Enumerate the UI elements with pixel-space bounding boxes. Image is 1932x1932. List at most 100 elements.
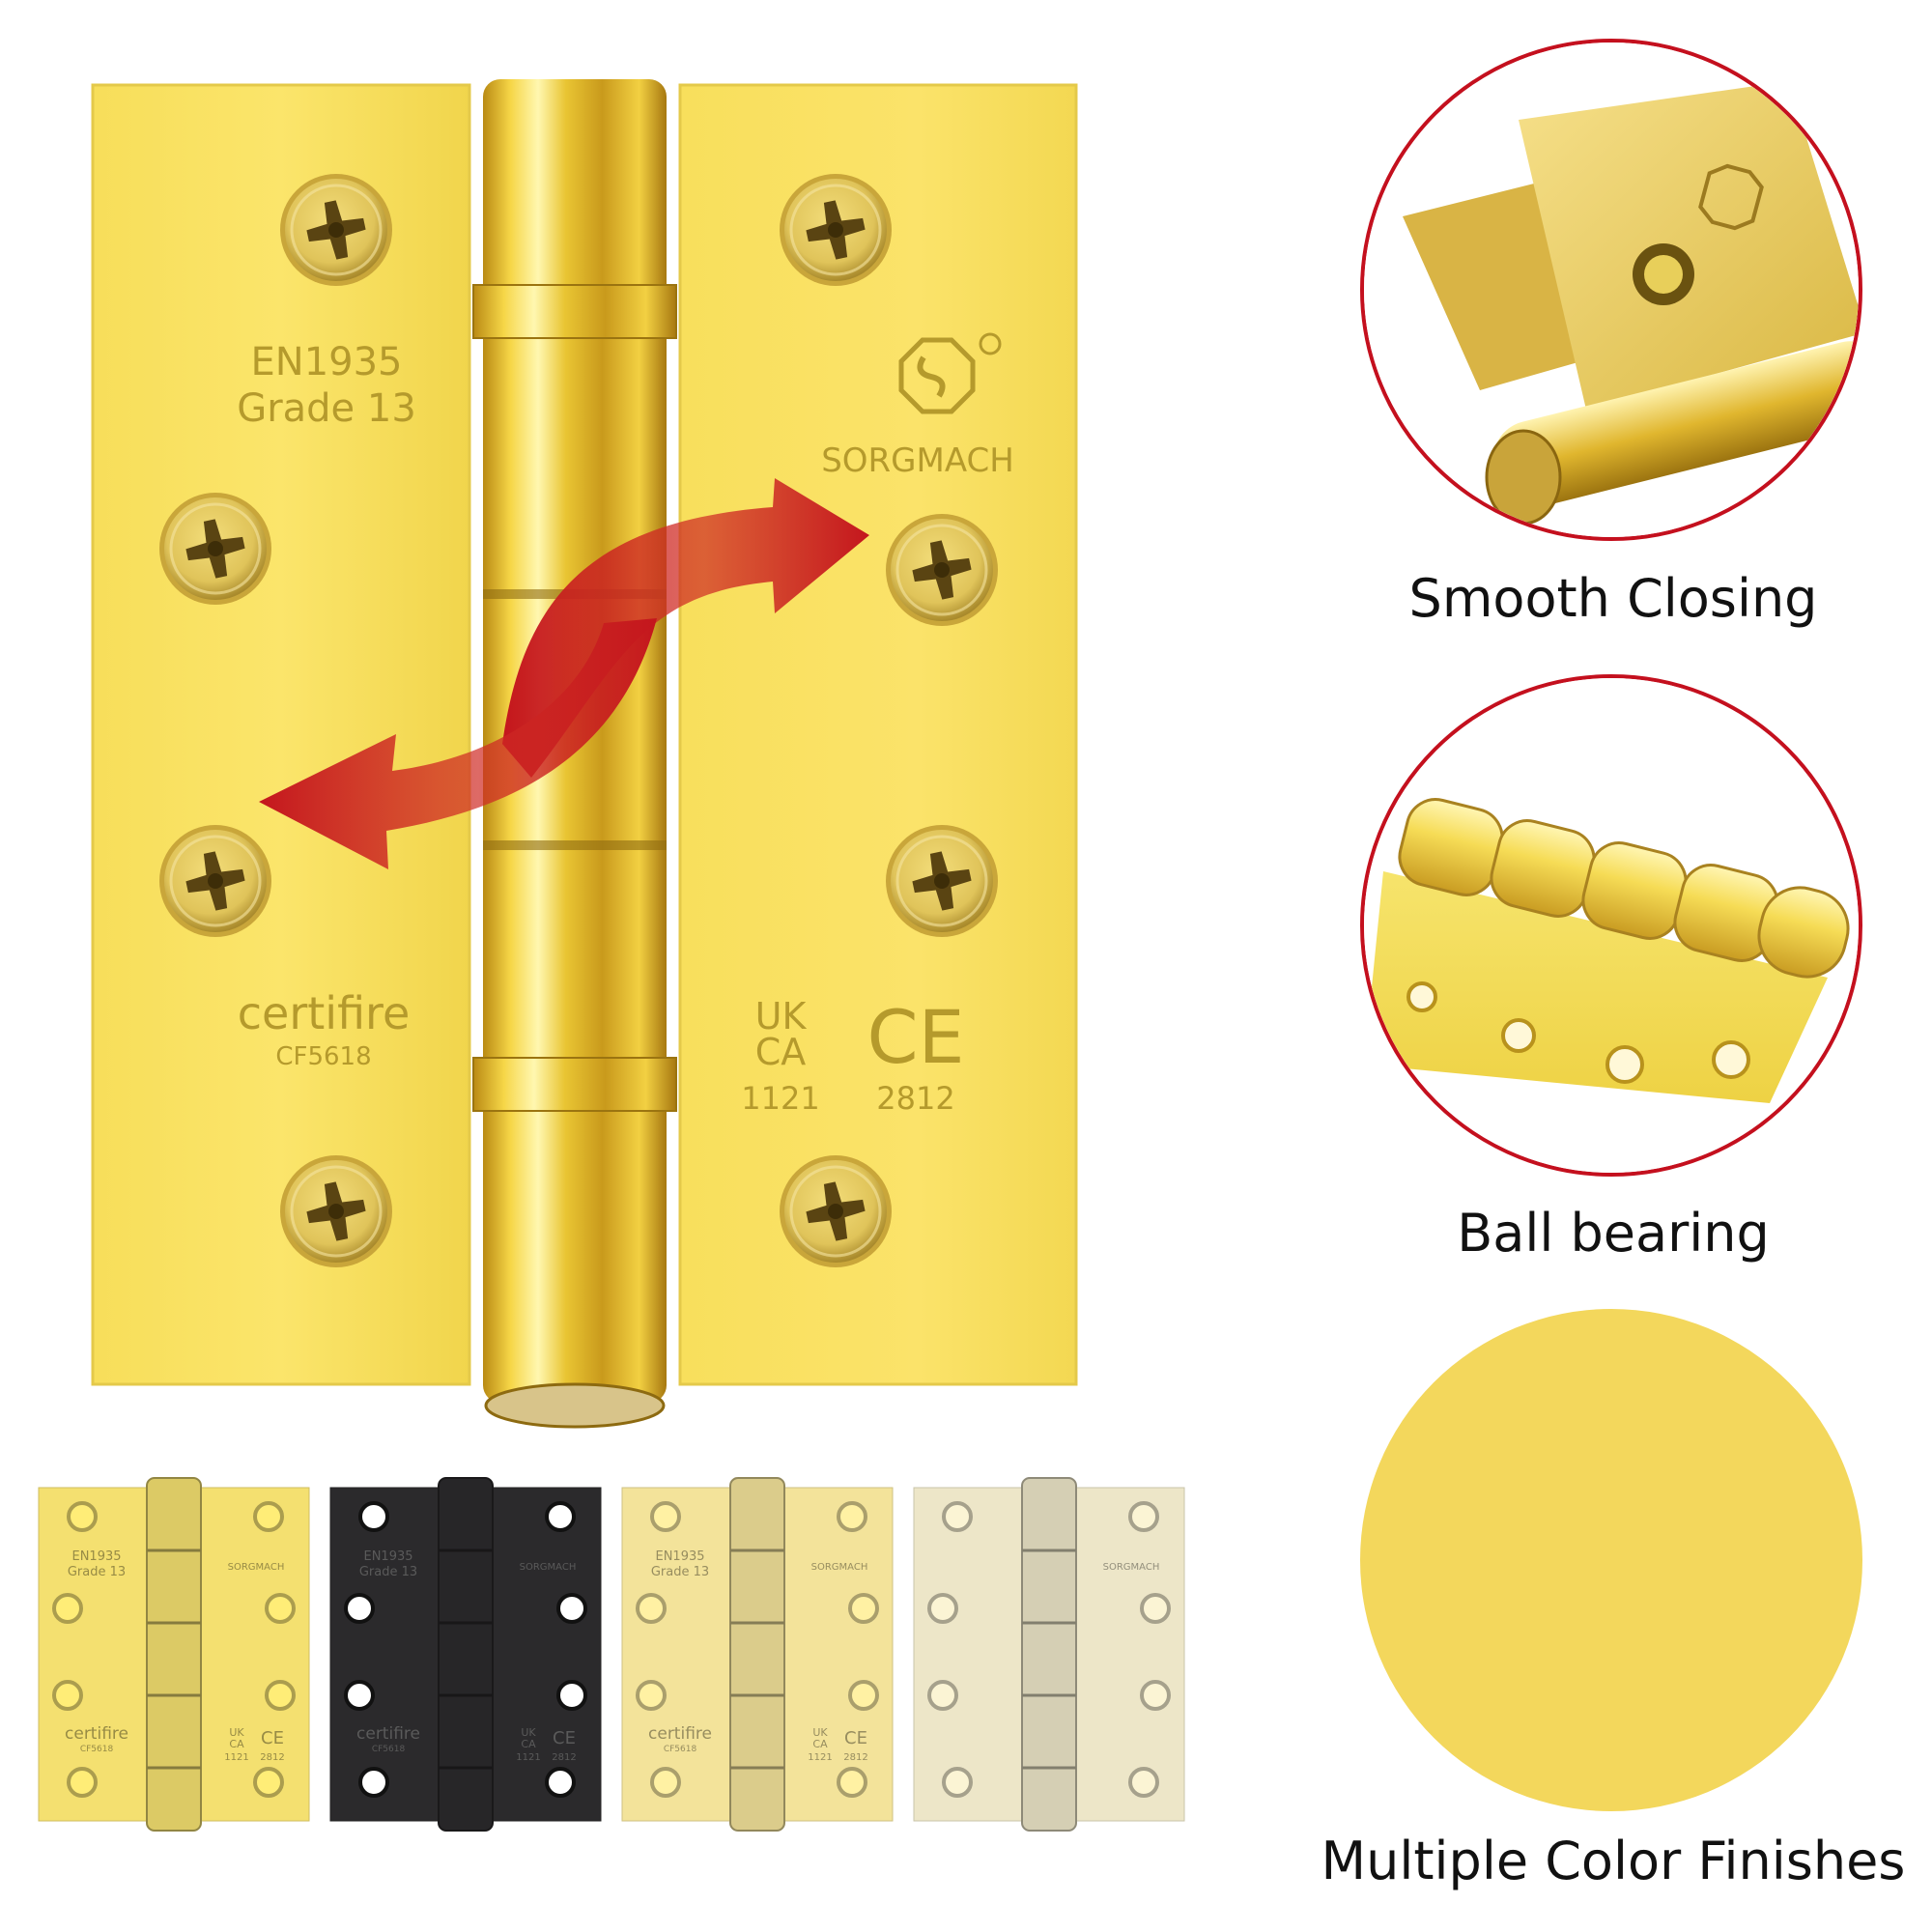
swatch-grade-marking: Grade 13 xyxy=(68,1565,126,1579)
screw-hole-icon xyxy=(253,1501,284,1532)
screw-hole-icon xyxy=(265,1593,296,1624)
swatch-ce-number: 2812 xyxy=(552,1752,576,1763)
screw-hole-icon xyxy=(67,1501,98,1532)
feature-caption-multiple-finishes: Multiple Color Finishes xyxy=(1321,1831,1906,1891)
screw-hole-icon xyxy=(942,1501,973,1532)
screw-hole-icon xyxy=(1140,1593,1171,1624)
screw-hole-icon xyxy=(837,1501,867,1532)
smooth-closing-detail xyxy=(1364,43,1859,537)
screw-hole-icon xyxy=(636,1680,667,1711)
screw-hole-icon xyxy=(927,1593,958,1624)
ball-bearing-circle xyxy=(1360,674,1862,1177)
ce-number: 2812 xyxy=(876,1080,954,1117)
screw-hole-icon xyxy=(848,1593,879,1624)
certifire-code: CF5618 xyxy=(275,1042,371,1071)
screw-hole-icon xyxy=(1128,1501,1159,1532)
swatch-standard-marking: EN1935 xyxy=(655,1549,704,1564)
swatch-brand-name: SORGMACH xyxy=(228,1562,285,1573)
screw-hole-icon xyxy=(927,1680,958,1711)
screw-hole-icon xyxy=(942,1767,973,1798)
swatch-ce-number: 2812 xyxy=(260,1752,284,1763)
screw-hole-icon xyxy=(344,1593,375,1624)
swatch-ukca-bottom: CA xyxy=(812,1738,828,1750)
swatch-standard-marking: EN1935 xyxy=(363,1549,412,1564)
screw-hole-icon xyxy=(253,1767,284,1798)
screw-icon xyxy=(157,823,273,939)
grade-marking: Grade 13 xyxy=(237,386,416,431)
ball-bearing-detail xyxy=(1364,678,1859,1173)
swatch-ukca-bottom: CA xyxy=(521,1738,536,1750)
screw-hole-icon xyxy=(344,1680,375,1711)
swatch-grade-marking: Grade 13 xyxy=(359,1565,417,1579)
swatch-certifire-code: CF5618 xyxy=(372,1745,406,1754)
screw-hole-icon xyxy=(837,1767,867,1798)
ukca-mark-bottom: CA xyxy=(755,1031,807,1073)
swatch-ukca-top: UK xyxy=(521,1726,536,1739)
swatch-certifire-code: CF5618 xyxy=(664,1745,697,1754)
main-hinge: EN1935 Grade 13 certifire CF5618 SORGMAC… xyxy=(91,79,1078,1429)
swatch-ukca-top: UK xyxy=(229,1726,244,1739)
swatch-ce-number: 2812 xyxy=(843,1752,867,1763)
swatch-certifire-code: CF5618 xyxy=(80,1745,114,1754)
swatch-ukca-bottom: CA xyxy=(229,1738,244,1750)
screw-hole-icon xyxy=(545,1767,576,1798)
finish-color-circle xyxy=(1360,1309,1862,1811)
screw-hole-icon xyxy=(67,1767,98,1798)
standard-marking: EN1935 xyxy=(251,340,403,384)
ukca-mark-top: UK xyxy=(755,995,808,1037)
screw-hole-icon xyxy=(265,1680,296,1711)
screw-icon xyxy=(884,512,1000,628)
sorgmach-logo-icon xyxy=(898,332,1002,414)
swatch-certifire-logo: certifire xyxy=(65,1724,128,1744)
feature-caption-ball-bearing: Ball bearing xyxy=(1457,1203,1770,1264)
swatch-standard-marking: EN1935 xyxy=(71,1549,121,1564)
swatch-grade-marking: Grade 13 xyxy=(651,1565,709,1579)
screw-hole-icon xyxy=(52,1680,83,1711)
screw-hole-icon xyxy=(358,1501,389,1532)
swatch-certifire-logo: certifire xyxy=(648,1724,712,1744)
swatch-brand-name: SORGMACH xyxy=(811,1562,868,1573)
screw-hole-icon xyxy=(650,1501,681,1532)
screw-icon xyxy=(778,1153,894,1269)
swatch-brand-name: SORGMACH xyxy=(520,1562,577,1573)
screw-hole-icon xyxy=(848,1680,879,1711)
swatch-ukca-number: 1121 xyxy=(224,1752,248,1763)
certifire-logo: certifire xyxy=(238,987,411,1039)
swatch-ukca-number: 1121 xyxy=(516,1752,540,1763)
swatch-brand-name: SORGMACH xyxy=(1103,1562,1160,1573)
right-leaf xyxy=(678,83,1078,1386)
ce-mark: CE xyxy=(867,994,964,1080)
brand-name: SORGMACH xyxy=(821,441,1014,480)
swatch-ce-mark: CE xyxy=(844,1728,867,1748)
screw-hole-icon xyxy=(52,1593,83,1624)
screw-hole-icon xyxy=(650,1767,681,1798)
smooth-closing-circle xyxy=(1360,39,1862,541)
feature-caption-smooth-closing: Smooth Closing xyxy=(1408,568,1818,629)
screw-hole-icon xyxy=(556,1593,587,1624)
swatch-ce-mark: CE xyxy=(261,1728,284,1748)
screw-hole-icon xyxy=(556,1680,587,1711)
screw-icon xyxy=(157,491,273,607)
screw-hole-icon xyxy=(545,1501,576,1532)
left-leaf xyxy=(91,83,471,1386)
screw-icon xyxy=(278,172,394,288)
finish-swatch-4: SORGMACH xyxy=(913,1477,1185,1832)
screw-hole-icon xyxy=(636,1593,667,1624)
swatch-certifire-logo: certifire xyxy=(356,1724,420,1744)
swatch-ukca-number: 1121 xyxy=(808,1752,832,1763)
screw-hole-icon xyxy=(1140,1680,1171,1711)
rotation-arrow-icon xyxy=(259,478,869,869)
screw-hole-icon xyxy=(1128,1767,1159,1798)
swatch-ukca-top: UK xyxy=(812,1726,828,1739)
screw-icon xyxy=(278,1153,394,1269)
screw-icon xyxy=(884,823,1000,939)
sorgmach-logo-icon xyxy=(1698,163,1764,231)
screw-icon xyxy=(778,172,894,288)
screw-hole-icon xyxy=(358,1767,389,1798)
ukca-number: 1121 xyxy=(741,1080,819,1117)
